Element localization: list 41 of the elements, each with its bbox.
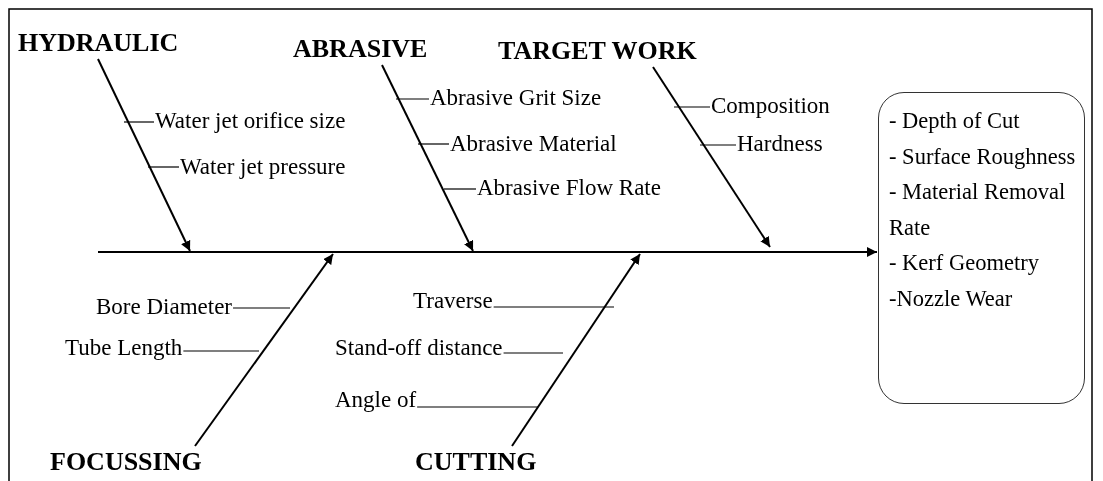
leader-line bbox=[493, 306, 615, 308]
category-heading: TARGET WORK bbox=[498, 36, 697, 66]
cause-label: Stand-off distance bbox=[335, 335, 503, 361]
leader-line bbox=[673, 106, 711, 108]
leader-line bbox=[395, 98, 430, 100]
category-heading: ABRASIVE bbox=[293, 34, 428, 64]
bone-arrow bbox=[194, 253, 334, 447]
effect-item: - Material Removal Rate bbox=[889, 178, 1067, 242]
cause-label: Abrasive Grit Size bbox=[430, 85, 602, 111]
leader-line bbox=[182, 350, 260, 352]
leader-line bbox=[443, 188, 477, 190]
spine-arrow bbox=[97, 247, 878, 257]
cause-label: Bore Diameter bbox=[96, 294, 233, 320]
leader-line bbox=[417, 143, 450, 145]
bone-arrow bbox=[381, 64, 474, 252]
category-heading: FOCUSSING bbox=[50, 447, 202, 477]
bone-arrow bbox=[97, 58, 191, 252]
cause-label: Composition bbox=[711, 93, 830, 119]
bone-arrow bbox=[652, 66, 771, 248]
cause-label: Traverse bbox=[413, 288, 493, 314]
leader-line bbox=[502, 352, 564, 354]
leader-line bbox=[123, 121, 155, 123]
effect-item: - Surface Roughness bbox=[889, 142, 1076, 171]
effect-item: - Depth of Cut bbox=[889, 107, 1021, 135]
effect-item: -Nozzle Wear bbox=[889, 284, 1014, 313]
effect-box bbox=[878, 92, 1085, 404]
category-heading: CUTTING bbox=[415, 447, 537, 477]
cause-label: Hardness bbox=[737, 131, 823, 157]
cause-label: Water jet pressure bbox=[180, 154, 346, 180]
cause-label: Angle of bbox=[335, 387, 417, 413]
effect-item: - Kerf Geometry bbox=[889, 249, 1040, 277]
leader-line bbox=[232, 307, 291, 309]
category-heading: HYDRAULIC bbox=[18, 28, 179, 58]
leader-line bbox=[416, 406, 539, 408]
cause-label: Abrasive Material bbox=[450, 131, 617, 157]
cause-label: Water jet orifice size bbox=[155, 108, 346, 134]
cause-label: Tube Length bbox=[65, 335, 183, 361]
cause-label: Abrasive Flow Rate bbox=[477, 175, 661, 201]
leader-line bbox=[147, 166, 180, 168]
bone-arrow bbox=[511, 253, 641, 447]
leader-line bbox=[699, 144, 737, 146]
